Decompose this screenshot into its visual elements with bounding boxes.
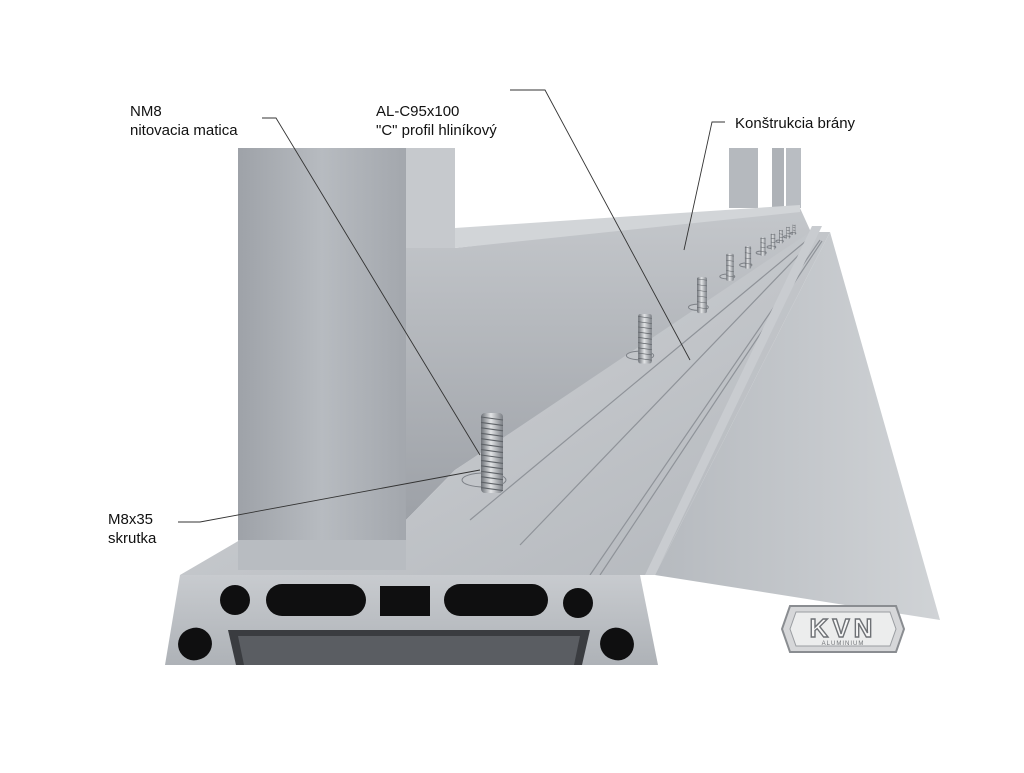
label-screw: M8x35 skrutka [108, 510, 156, 548]
upright-post [238, 148, 406, 568]
kvn-logo: KVN ALUMINIUM [780, 604, 906, 654]
label-profile-code: AL-C95x100 [376, 102, 497, 121]
upright-base [238, 540, 406, 570]
label-nut: NM8 nitovacia matica [130, 102, 238, 140]
label-profile-desc: "C" profil hliníkový [376, 121, 497, 140]
screw-body [793, 225, 796, 235]
hole [380, 586, 430, 616]
gate-post [786, 148, 801, 208]
gate-post [772, 148, 784, 208]
hole [444, 584, 548, 616]
hole [266, 584, 366, 616]
svg-text:ALUMINIUM: ALUMINIUM [822, 641, 865, 647]
screw-body [760, 237, 765, 255]
label-profile: AL-C95x100 "C" profil hliníkový [376, 102, 497, 140]
label-screw-desc: skrutka [108, 529, 156, 548]
label-nut-code: NM8 [130, 102, 238, 121]
gate-posts [729, 148, 801, 208]
main-chamber-inner [238, 636, 580, 665]
label-screw-code: M8x35 [108, 510, 156, 529]
label-gate-desc: Konštrukcia brány [735, 114, 855, 133]
screw-body [745, 246, 751, 268]
screw-body [771, 234, 775, 250]
label-gate: Konštrukcia brány [735, 114, 855, 133]
gate-post [729, 148, 758, 208]
hole [563, 588, 593, 618]
screw-body [779, 230, 783, 244]
upright-inner-face [406, 148, 455, 248]
logo-badge: KVN ALUMINIUM [780, 604, 906, 654]
label-nut-desc: nitovacia matica [130, 121, 238, 140]
hole [220, 585, 250, 615]
screw-body [786, 227, 789, 239]
svg-text:KVN: KVN [810, 613, 877, 643]
